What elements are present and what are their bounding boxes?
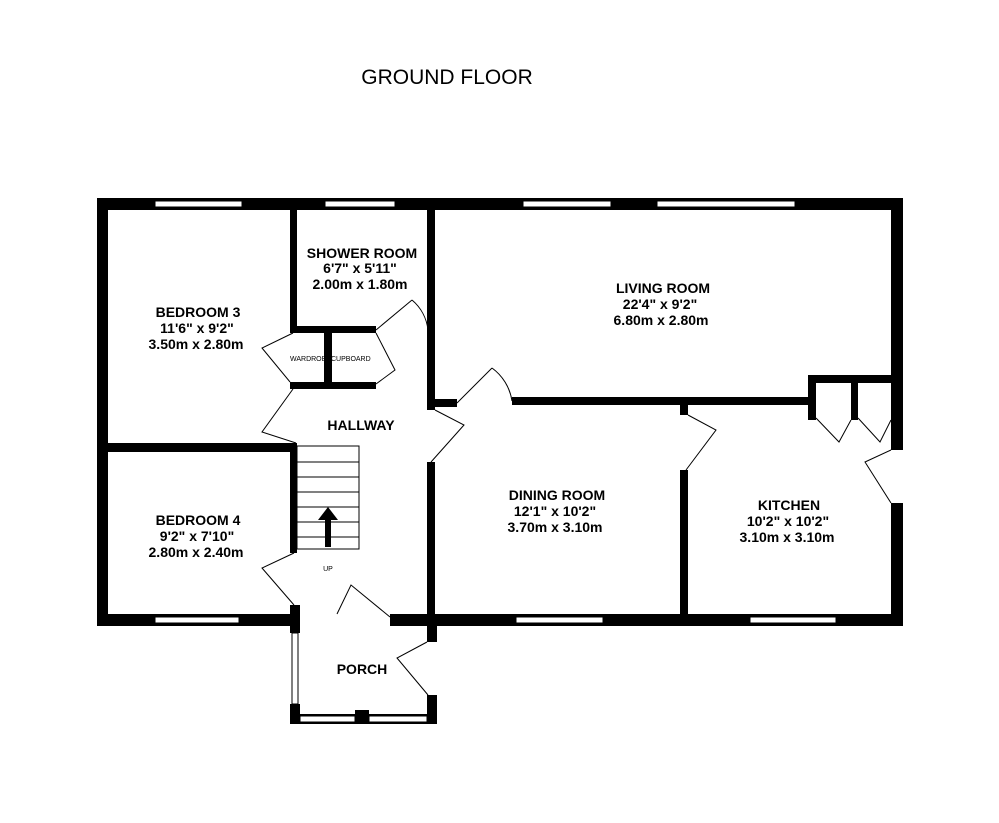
door-leaf-shower xyxy=(375,299,413,331)
porch-name: PORCH xyxy=(337,661,388,677)
shower-room-metric: 2.00m x 1.80m xyxy=(313,276,408,292)
shower-room-imperial: 6'7" x 5'11" xyxy=(323,260,397,276)
wardrobe-label: WARDROBE xyxy=(290,356,331,363)
shower-room-name: SHOWER ROOM xyxy=(307,245,417,261)
porch-right-wall-bottom xyxy=(427,695,437,724)
stair-arrow-shaft xyxy=(325,519,331,547)
stairs-up-label: UP xyxy=(323,566,333,573)
window-porch-front-a xyxy=(299,715,356,723)
door-swing-kitchen xyxy=(685,414,717,471)
wardrobe-divider xyxy=(324,326,332,388)
porch-left-wall-top xyxy=(290,605,300,633)
cupboard-label: CUPBOARD xyxy=(331,356,371,363)
bedroom4-metric: 2.80m x 2.40m xyxy=(149,544,244,560)
door-swing-porch-inner xyxy=(336,584,391,618)
living-left-wall xyxy=(427,198,435,410)
porch-bottom-post xyxy=(355,710,369,724)
living-room-imperial: 22'4" x 9'2" xyxy=(623,296,697,312)
right-wall-lower xyxy=(891,503,903,626)
shower-left-wall xyxy=(290,198,297,331)
door-swing-wardrobe xyxy=(261,332,294,383)
labels: WARDROBE CUPBOARD SHOWER ROOM 6'7" x 5'1… xyxy=(149,245,835,677)
door-swing-porch-front xyxy=(396,641,429,696)
window-dining xyxy=(515,616,604,624)
door-swing-bedroom4 xyxy=(261,552,295,606)
dining-room-imperial: 12'1" x 10'2" xyxy=(514,503,596,519)
window-shower xyxy=(324,200,396,208)
window-living-a xyxy=(522,200,612,208)
window-porch-front-b xyxy=(368,715,428,723)
window-bedroom3 xyxy=(154,200,243,208)
door-swing-bedroom3 xyxy=(261,388,297,444)
living-bottom-wall-b xyxy=(512,397,810,405)
door-swing-dining xyxy=(430,409,465,463)
porch-right-wall xyxy=(427,614,437,642)
window-porch-side xyxy=(291,632,299,705)
bedroom3-metric: 3.50m x 2.80m xyxy=(149,336,244,352)
dining-kitchen-wall xyxy=(680,470,688,626)
left-wall xyxy=(97,198,108,626)
door-swing-shower xyxy=(411,299,429,331)
cupboard-left-wall xyxy=(808,375,816,420)
window-living-b xyxy=(656,200,796,208)
bedroom3-name: BEDROOM 3 xyxy=(156,304,241,320)
living-bottom-wall-a xyxy=(427,399,457,407)
dining-kitchen-stub xyxy=(680,405,688,415)
stair-arrow-head xyxy=(318,507,338,520)
kitchen-name: KITCHEN xyxy=(758,497,820,513)
right-wall-upper xyxy=(891,198,903,450)
kitchen-metric: 3.10m x 3.10m xyxy=(740,529,835,545)
kitchen-imperial: 10'2" x 10'2" xyxy=(747,513,829,529)
living-room-metric: 6.80m x 2.80m xyxy=(614,312,709,328)
hallway-name: HALLWAY xyxy=(327,417,395,433)
door-swing-kitchen-ext xyxy=(864,449,892,504)
bedroom4-imperial: 9'2" x 7'10" xyxy=(160,528,234,544)
cupboard-mid-wall xyxy=(851,375,858,420)
door-swing-cupboard-1 xyxy=(815,417,852,443)
floor-title: GROUND FLOOR xyxy=(361,66,533,89)
staircase: UP xyxy=(296,445,360,573)
door-swing-cupboard xyxy=(375,332,396,385)
window-kitchen xyxy=(749,616,837,624)
dining-room-name: DINING ROOM xyxy=(509,487,605,503)
doors xyxy=(261,299,892,696)
walls xyxy=(97,198,903,724)
door-leaf-living xyxy=(456,367,493,404)
shower-bottom-wall xyxy=(290,326,376,333)
door-swing-living xyxy=(491,367,513,402)
bedroom3-imperial: 11'6" x 9'2" xyxy=(160,320,234,336)
dining-left-wall xyxy=(427,462,435,626)
door-swing-cupboard-2 xyxy=(857,417,892,443)
bedroom4-top-wall xyxy=(97,443,297,452)
wardrobe-bottom-wall xyxy=(290,382,376,389)
bedroom4-name: BEDROOM 4 xyxy=(156,512,241,528)
windows xyxy=(154,200,837,723)
bedroom4-right-wall xyxy=(290,443,297,553)
window-bedroom4 xyxy=(154,616,240,624)
dining-room-metric: 3.70m x 3.10m xyxy=(508,519,603,535)
living-room-name: LIVING ROOM xyxy=(616,280,710,296)
